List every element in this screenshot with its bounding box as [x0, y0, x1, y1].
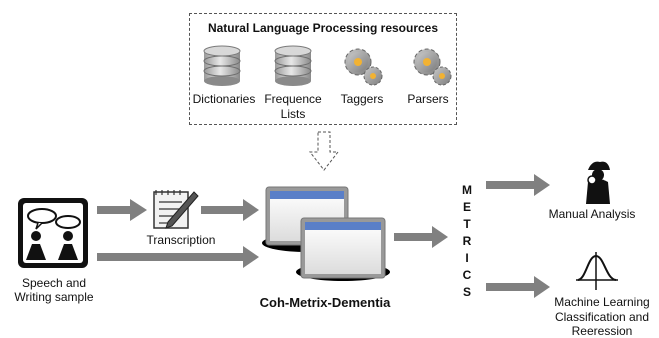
manual-analysis-label: Manual Analysis	[548, 207, 636, 221]
metrics-letter: T	[463, 217, 471, 231]
resource-label-frequence-lists: Frequence Lists	[264, 92, 322, 121]
input-label-line1: Speech and	[21, 276, 87, 290]
tool-label: Coh-Metrix-Dementia	[259, 295, 391, 310]
metrics-letter: S	[462, 285, 471, 299]
arrow-tool-to-metrics	[394, 226, 448, 248]
resource-label-parsers: Parsers	[407, 92, 449, 106]
notepad-pen-icon	[153, 190, 199, 229]
arrow-input-to-tool	[97, 246, 259, 268]
ml-label-line3: Reeression	[571, 324, 633, 338]
metrics-letter: E	[462, 200, 471, 214]
metrics-letter: I	[465, 251, 469, 265]
metrics-letter: R	[462, 234, 472, 248]
gears-icon	[413, 48, 452, 86]
arrow-input-to-transcription	[97, 199, 147, 221]
metrics-letter: C	[462, 268, 472, 282]
arrow-metrics-to-manual	[486, 174, 550, 196]
resource-label-dictionaries: Dictionaries	[192, 92, 256, 106]
database-icon	[274, 45, 312, 86]
ml-label-line1: Machine Learning	[554, 295, 650, 309]
gears-icon	[344, 48, 383, 86]
resource-label-taggers: Taggers	[340, 92, 384, 106]
input-label-line2: Writing sample	[14, 290, 94, 304]
sigmoid-curve-icon	[576, 252, 618, 290]
ml-label-line2: Classification and	[554, 310, 650, 324]
nlp-resources-title: Natural Language Processing resources	[207, 21, 439, 35]
arrow-metrics-to-ml	[486, 276, 550, 298]
speech-bubbles-icon	[18, 198, 88, 268]
transcription-label: Transcription	[146, 233, 216, 247]
app-windows-icon	[262, 186, 390, 281]
metrics-letter: M	[462, 183, 472, 197]
arrow-transcription-to-tool	[201, 199, 259, 221]
detective-icon	[586, 161, 610, 204]
database-icon	[203, 45, 241, 86]
dashed-down-arrow	[308, 131, 340, 171]
nlp-resources-box	[189, 13, 457, 125]
